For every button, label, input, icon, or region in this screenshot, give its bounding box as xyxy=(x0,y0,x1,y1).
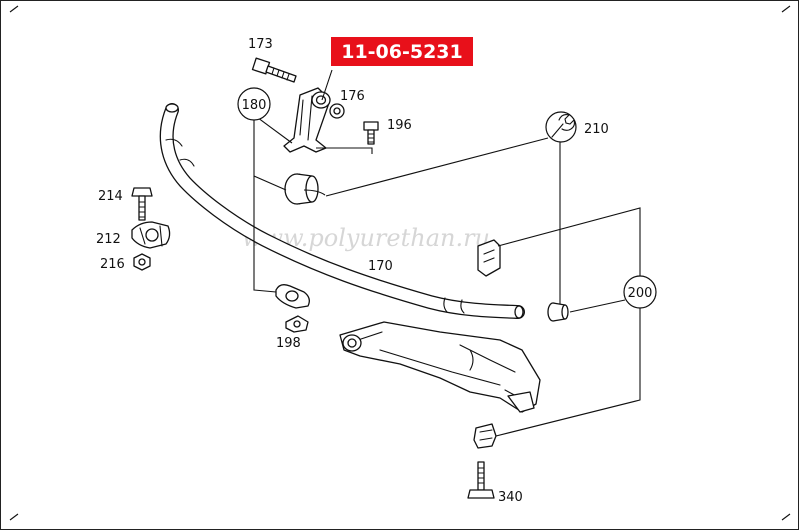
wrench-icon xyxy=(545,111,577,143)
clamp-212 xyxy=(131,221,171,249)
label-196: 196 xyxy=(387,118,412,133)
label-198: 198 xyxy=(276,336,301,351)
callout-180-label: 180 xyxy=(242,98,267,113)
callout-200-label: 200 xyxy=(628,286,653,301)
clamp-bracket xyxy=(283,87,331,153)
nut-216 xyxy=(133,253,151,271)
stabilizer-bar xyxy=(159,103,525,319)
corner-marks xyxy=(9,5,791,521)
control-arm xyxy=(339,321,541,413)
label-210: 210 xyxy=(584,122,609,137)
label-216: 216 xyxy=(100,257,125,272)
mount-198 xyxy=(275,284,310,333)
bushing-210-upper xyxy=(477,239,501,277)
label-212: 212 xyxy=(96,232,121,247)
label-170: 170 xyxy=(368,259,393,274)
label-173: 173 xyxy=(248,37,273,52)
clip-bracket xyxy=(473,423,497,449)
part-number-badge: 11-06-5231 xyxy=(331,37,473,66)
nut-176 xyxy=(329,103,345,119)
bolt-214 xyxy=(131,187,153,221)
label-214: 214 xyxy=(98,189,123,204)
sleeve-bushing xyxy=(547,302,569,322)
callout-200: 200 xyxy=(623,275,657,309)
callout-180: 180 xyxy=(237,87,271,121)
screw-340 xyxy=(467,461,495,499)
part-number-text: 11-06-5231 xyxy=(341,41,463,63)
label-340: 340 xyxy=(498,490,523,505)
bolt-173 xyxy=(251,57,297,83)
label-176: 176 xyxy=(340,89,365,104)
bushing-180 xyxy=(284,173,319,205)
screw-196 xyxy=(363,121,379,145)
